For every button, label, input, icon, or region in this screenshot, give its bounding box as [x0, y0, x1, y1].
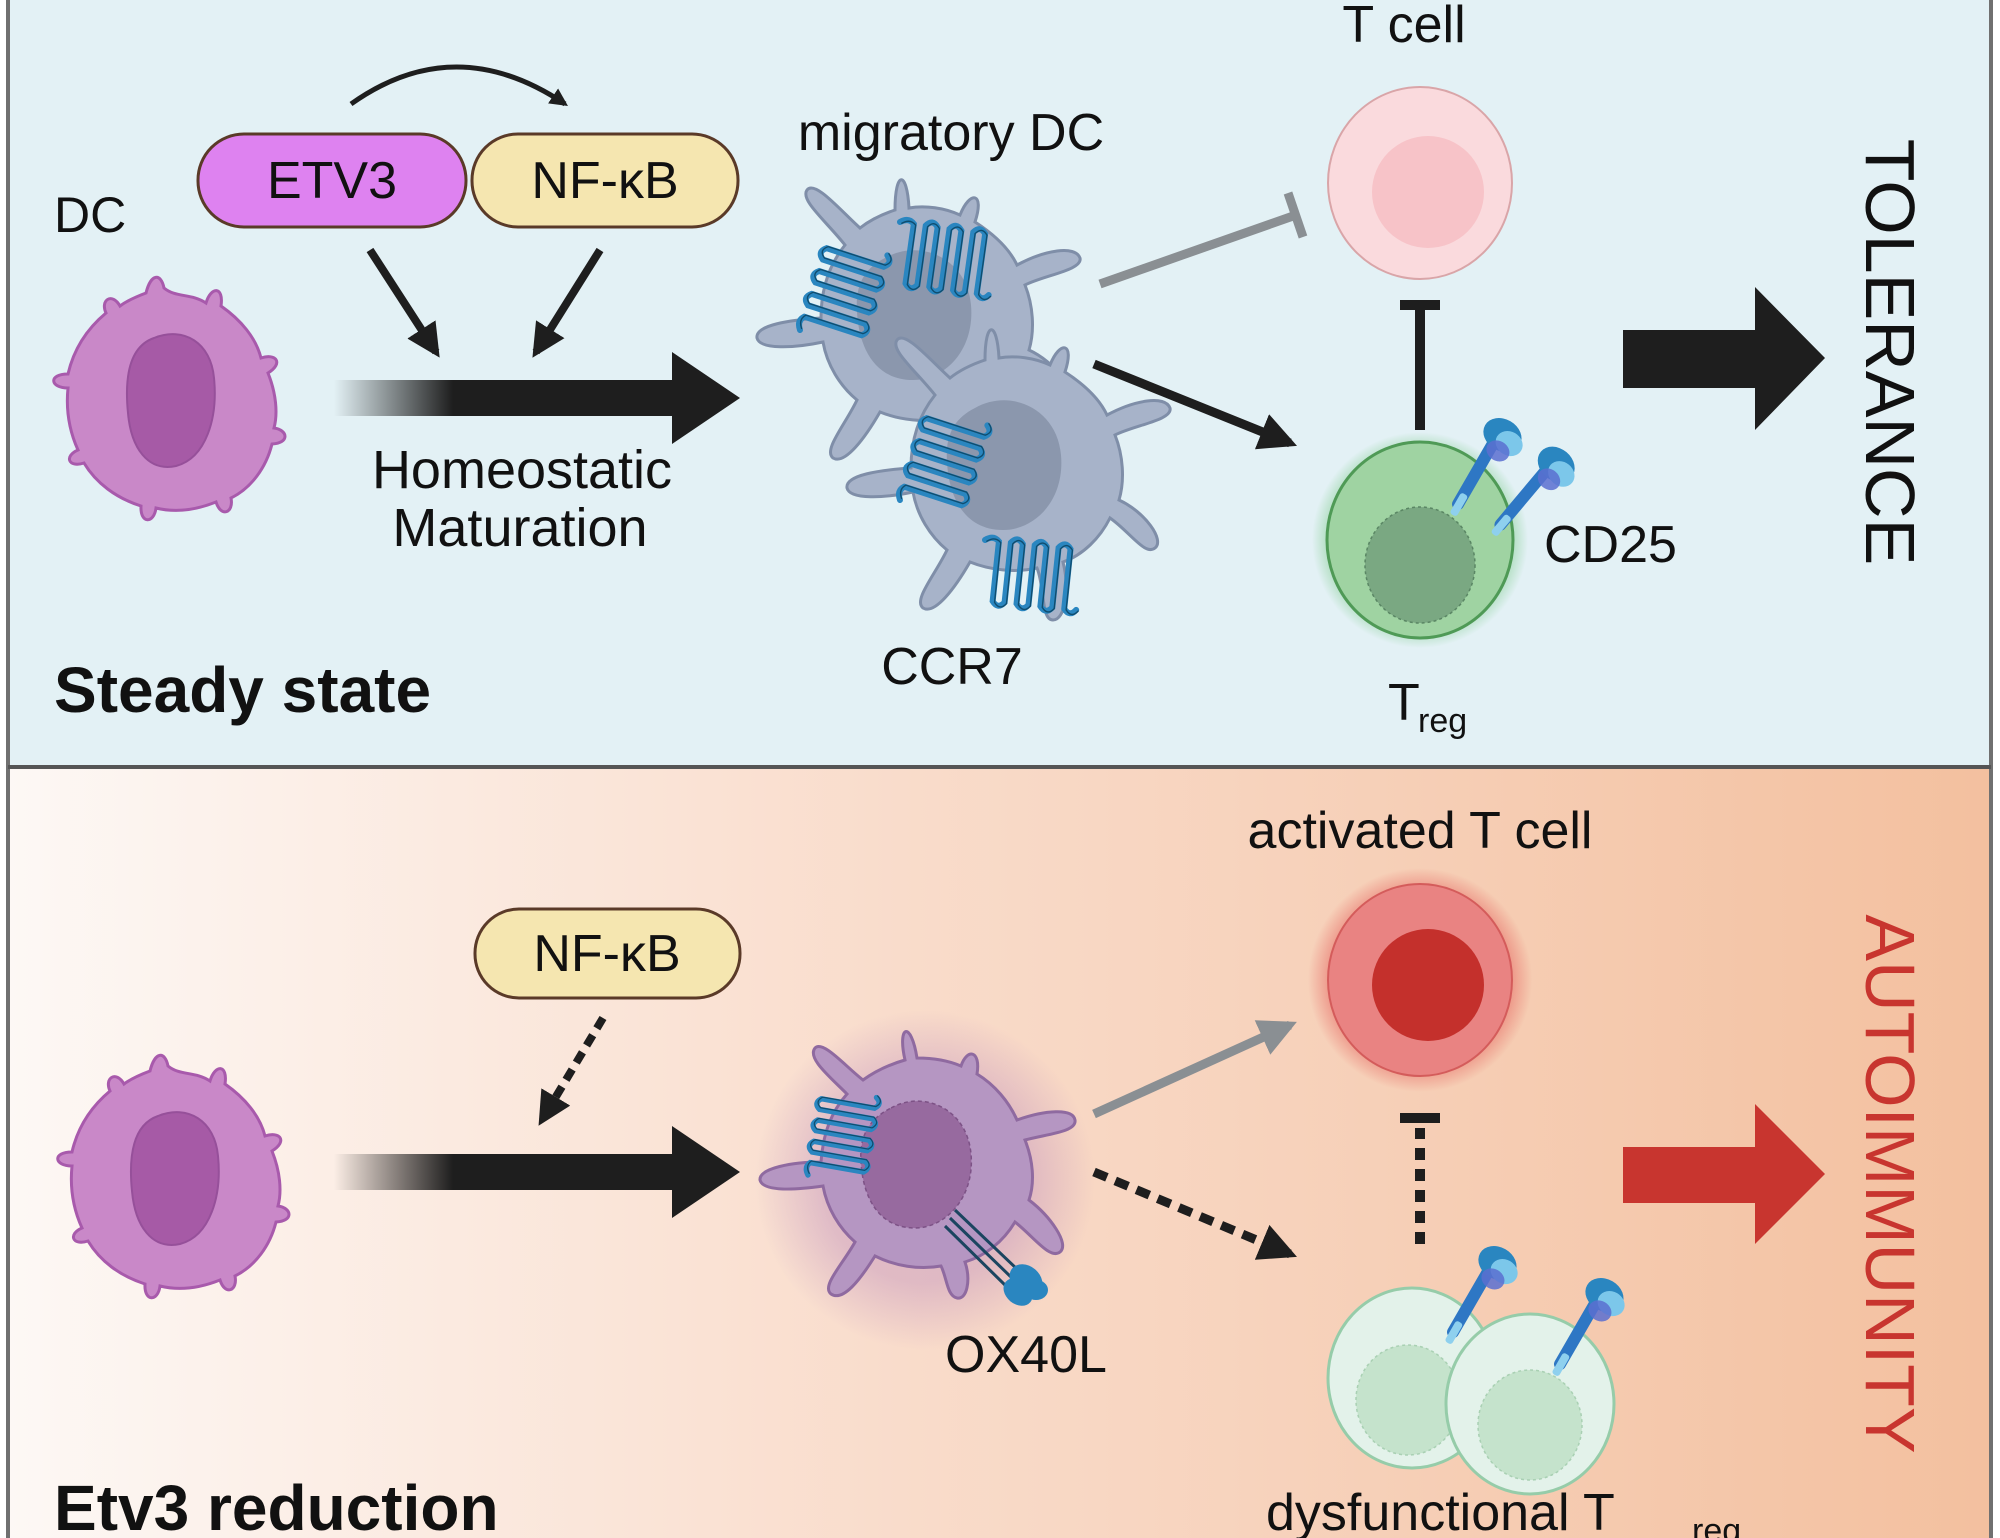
etv3-reduction-panel: NF-κB OX40L activated T cell: [54, 802, 1929, 1538]
treg-label-sub: reg: [1418, 702, 1467, 740]
nfkb-label-bottom: NF-κB: [533, 925, 680, 983]
naive-tcell-icon: [1327, 86, 1513, 280]
maturation-label: Maturation: [392, 498, 647, 558]
etv3-pill: ETV3: [196, 132, 468, 229]
activated-tcell-label: activated T cell: [1248, 802, 1593, 860]
etv3-reduction-title: Etv3 reduction: [54, 1472, 499, 1538]
treg-label: T reg: [1388, 674, 1467, 740]
dc-to-dys-treg-dotted-arrow: [1092, 1167, 1297, 1260]
cd25-label: CD25: [1544, 516, 1677, 574]
etv3-label: ETV3: [267, 152, 397, 210]
homeostatic-maturation-arrow: [334, 352, 740, 444]
dc-to-treg-arrow: [1092, 359, 1298, 450]
nfkb-to-maturation-arrow: [532, 247, 604, 358]
treg-cell-icon: [1312, 432, 1528, 648]
nfkb-pill-top: NF-κB: [470, 132, 740, 229]
dc-label: DC: [54, 187, 126, 243]
purple-migratory-dc-icon: [755, 1010, 1095, 1350]
etv3-to-maturation-arrow: [366, 247, 440, 358]
tolerance-label: TOLERANCE: [1851, 139, 1929, 566]
nfkb-label-top: NF-κB: [531, 152, 678, 210]
dys-treg-label-sub: reg: [1692, 1512, 1741, 1538]
treg-inhibits-tcell-line: [1400, 300, 1440, 430]
ox40l-label: OX40L: [945, 1326, 1107, 1384]
nfkb-pill-bottom: NF-κB: [473, 907, 742, 1000]
migratory-dc-label: migratory DC: [798, 104, 1104, 162]
dysfunctional-treg-label: dysfunctional T reg: [1266, 1484, 1741, 1538]
homeostatic-label: Homeostatic: [372, 440, 672, 500]
maturation-arrow-bottom: [334, 1126, 740, 1218]
steady-state-panel: DC ETV3 NF-κB Homeostatic Maturation mig…: [52, 0, 1929, 740]
autoimmunity-label: AUTOIMMUNITY: [1851, 914, 1929, 1453]
tolerance-outcome-arrow: [1623, 287, 1825, 430]
steady-state-title: Steady state: [54, 654, 431, 726]
dc-inhibits-tcell-line: [1098, 191, 1308, 289]
treg-label-main: T: [1388, 674, 1420, 732]
autoimmunity-outcome-arrow: [1623, 1104, 1825, 1244]
dc-to-activated-tcell-arrow: [1092, 1020, 1297, 1119]
dys-treg-inhibits-tcell-dotted-line: [1400, 1113, 1440, 1244]
etv3-to-nfkb-curved-arrow: [349, 64, 568, 107]
ccr7-label: CCR7: [881, 638, 1023, 696]
tcell-label: T cell: [1342, 0, 1465, 54]
dys-treg-label-main: dysfunctional T: [1266, 1484, 1615, 1538]
activated-tcell-icon: [1308, 868, 1532, 1092]
ox40l-receptor-icon: [943, 1208, 1048, 1306]
